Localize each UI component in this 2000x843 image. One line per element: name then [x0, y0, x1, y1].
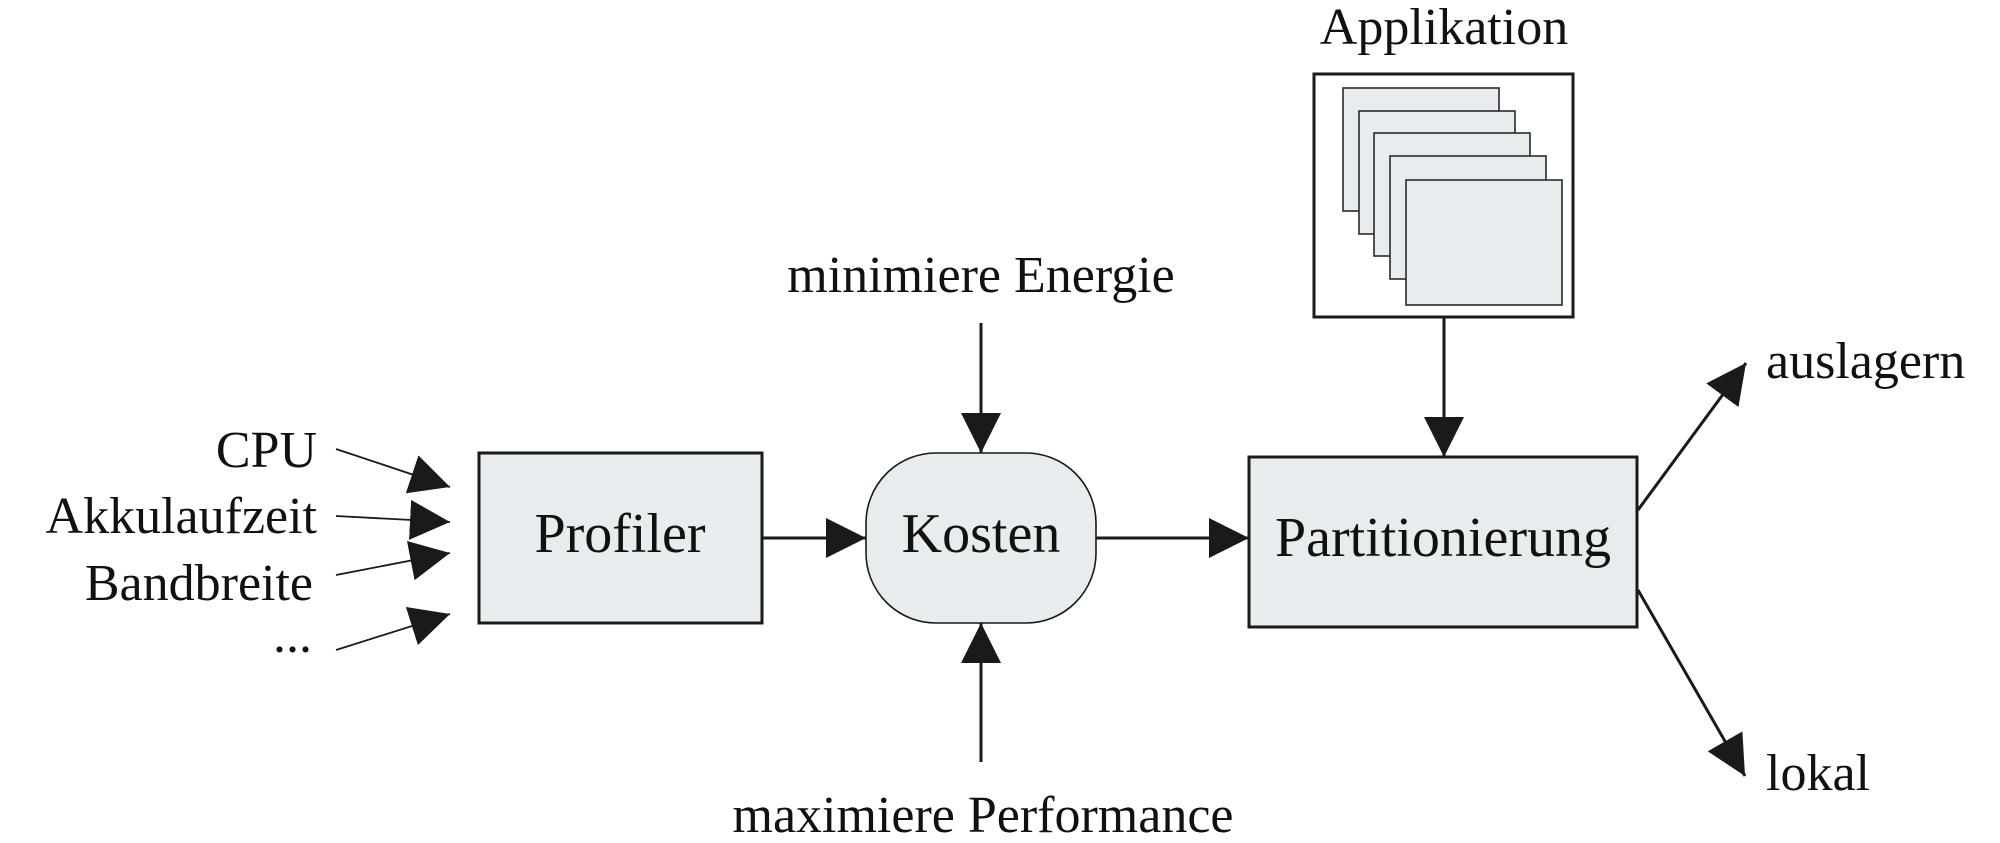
arrow-to-offload	[1636, 362, 1748, 511]
goal-energy-label: minimiere Energie	[787, 247, 1174, 304]
application-pages-icon	[1342, 87, 1563, 306]
input-arrow-battery	[335, 499, 451, 540]
input-battery-label: Akkulaufzeit	[46, 488, 318, 545]
input-arrow-cpu	[335, 448, 451, 494]
output-local-label: lokal	[1766, 745, 1870, 802]
arrow-to-local	[1636, 589, 1747, 777]
input-more-label: ...	[273, 607, 312, 664]
input-arrow-more	[335, 606, 451, 651]
partitioning-label: Partitionierung	[1275, 507, 1611, 569]
input-arrow-bandwidth	[335, 540, 451, 581]
profiler-label: Profiler	[534, 503, 705, 565]
cost-label: Kosten	[902, 503, 1061, 565]
partitioning-box	[1247, 455, 1639, 629]
goal-performance-label: maximiere Performance	[733, 787, 1234, 843]
application-label: Applikation	[1320, 0, 1568, 56]
input-cpu-label: CPU	[216, 422, 317, 479]
input-bandwidth-label: Bandbreite	[85, 555, 313, 612]
profiler-box	[477, 451, 764, 625]
output-offload-label: auslagern	[1766, 333, 1965, 390]
input-arrows	[335, 448, 451, 651]
